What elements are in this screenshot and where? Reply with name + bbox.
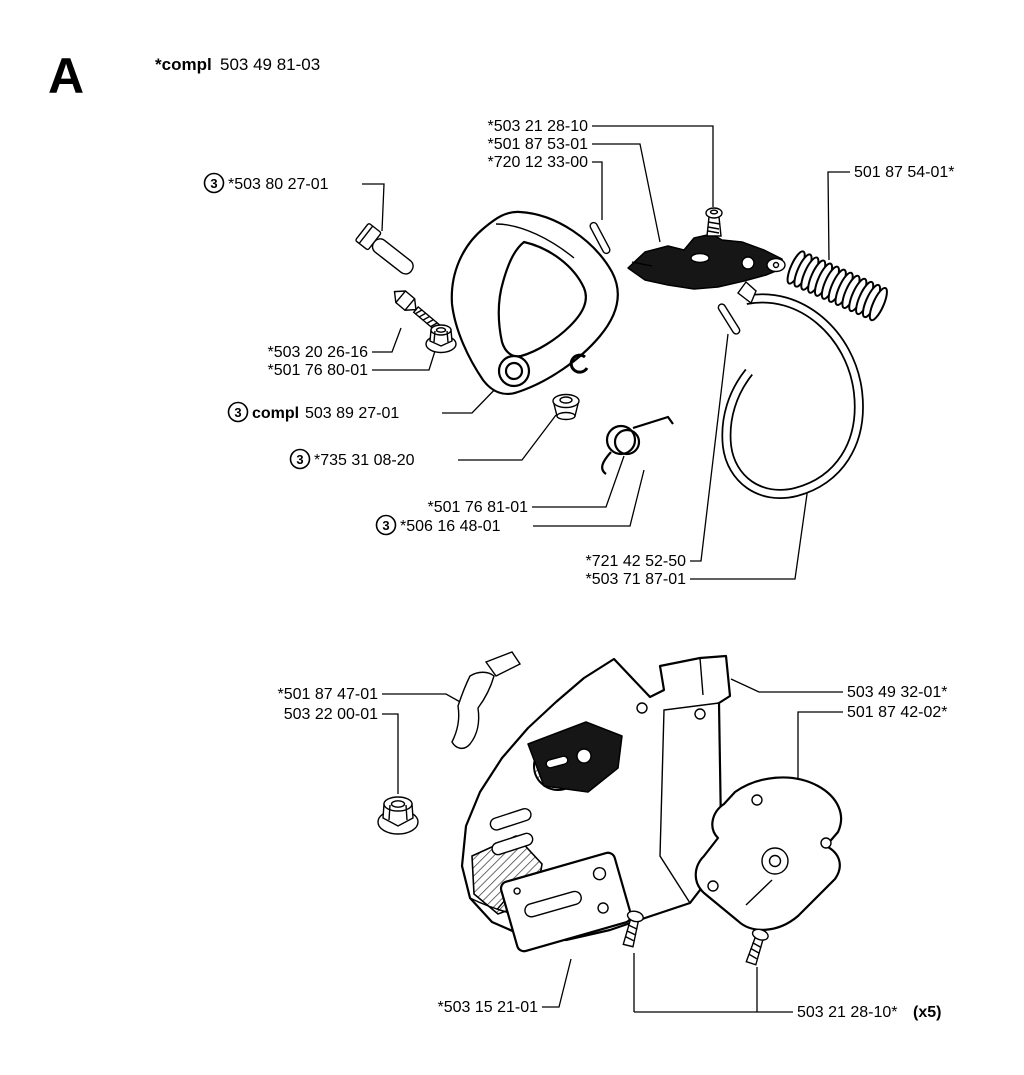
- label-503-20-26-16: *503 20 26-16: [267, 344, 368, 361]
- nut-small-drawing: [425, 324, 457, 354]
- label-503-80-27-01: 3 *503 80 27-01: [203, 172, 329, 194]
- leader-501-87-54-01: [827, 171, 850, 261]
- torsion-spring-drawing: [601, 415, 674, 475]
- nut-large-drawing: [377, 796, 419, 835]
- leader-lines: [362, 125, 850, 1013]
- e-clip-drawing: [569, 353, 589, 374]
- leader-501-76-81-01: [532, 455, 625, 508]
- side-plate-drawing: [694, 776, 843, 931]
- cap-drawing: [552, 393, 580, 421]
- leader-720-12-33-00: [592, 161, 603, 220]
- label-720-12-33-00: *720 12 33-00: [487, 154, 588, 171]
- leader-506-16-48-01: [533, 469, 645, 527]
- circle-3-digit: 3: [234, 405, 241, 420]
- leader-503-89-27-01: [442, 381, 503, 414]
- screw-a-drawing: [622, 910, 644, 948]
- leader-501-87-53-01: [592, 143, 661, 243]
- label-501-87-54-01: 501 87 54-01*: [854, 164, 955, 181]
- leader-503-20-26-16: [372, 327, 402, 353]
- screw-b-drawing: [745, 928, 769, 966]
- screw-small-drawing: [393, 290, 441, 332]
- leader-503-71-87-01: [690, 486, 809, 580]
- leader-501-87-47-01: [382, 693, 463, 704]
- label-735-31-08-20: 3 *735 31 08-20: [289, 448, 415, 470]
- label-503-71-87-01: *503 71 87-01: [585, 571, 686, 588]
- label-503-22-00-01: 503 22 00-01: [284, 706, 378, 723]
- label-501-87-47-01: *501 87 47-01: [277, 686, 378, 703]
- guide-bracket-drawing: [451, 651, 522, 749]
- part-number: 503 21 28-10*: [797, 1004, 898, 1021]
- label-501-76-80-01: *501 76 80-01: [267, 362, 368, 379]
- label-501-87-53-01: *501 87 53-01: [487, 136, 588, 153]
- part-number: 503 89 27-01: [305, 405, 399, 422]
- leader-501-87-42-02: [797, 711, 843, 787]
- leader-503-80-27-01: [362, 183, 385, 232]
- label-503-49-32-01: 503 49 32-01*: [847, 684, 948, 701]
- label-501-76-81-01: *501 76 81-01: [427, 499, 528, 516]
- part-number: *735 31 08-20: [314, 452, 415, 469]
- label-503-89-27-01: 3 compl 503 89 27-01: [227, 401, 399, 423]
- coil-spring-drawing: [786, 250, 888, 322]
- title-prefix: *compl: [155, 55, 212, 74]
- part-number: *506 16 48-01: [400, 518, 501, 535]
- circle-3-marker: [203, 172, 225, 194]
- leader-501-76-80-01: [372, 350, 436, 371]
- leader-503-49-32-01: [730, 678, 843, 693]
- circle-3-marker: [227, 401, 249, 423]
- circle-3-digit: 3: [296, 452, 303, 467]
- pin-720-drawing: [589, 221, 611, 255]
- label-503-15-21-01: *503 15 21-01: [437, 999, 538, 1016]
- leader-503-22-00-01: [382, 713, 399, 794]
- part-number: *503 80 27-01: [228, 176, 329, 193]
- label-506-16-48-01: 3 *506 16 48-01: [375, 514, 501, 536]
- brake-lever-drawing: [627, 233, 786, 290]
- brake-band-drawing: [721, 280, 864, 499]
- label-503-21-28-10-top: *503 21 28-10: [487, 118, 588, 135]
- leader-503-15-21-01: [542, 958, 572, 1008]
- label-503-21-28-10-x5: 503 21 28-10* (x5): [797, 1004, 941, 1021]
- circle-3-digit: 3: [382, 518, 389, 533]
- leader-503-21-28-10-top: [592, 125, 714, 207]
- circle-3-digit: 3: [210, 176, 217, 191]
- bolt-drawing: [355, 223, 414, 275]
- compl-prefix: compl: [252, 405, 299, 422]
- bar-plate-drawing: [496, 851, 633, 953]
- leader-721-42-52-50: [690, 333, 729, 562]
- circle-3-marker: [289, 448, 311, 470]
- title-part-number: 503 49 81-03: [220, 55, 320, 74]
- leader-735-31-08-20: [458, 414, 557, 461]
- screw-top-drawing: [705, 207, 723, 237]
- quantity-suffix: (x5): [913, 1004, 941, 1021]
- clutch-cover-drawing: [460, 654, 732, 942]
- circle-3-marker: [375, 514, 397, 536]
- leader-503-21-28-10-x5: [633, 953, 793, 1013]
- section-letter: A: [48, 48, 84, 104]
- hand-guard-drawing: [450, 210, 619, 396]
- label-721-42-52-50: *721 42 52-50: [585, 553, 686, 570]
- label-501-87-42-02: 501 87 42-02*: [847, 704, 948, 721]
- pin-721-drawing: [717, 303, 741, 335]
